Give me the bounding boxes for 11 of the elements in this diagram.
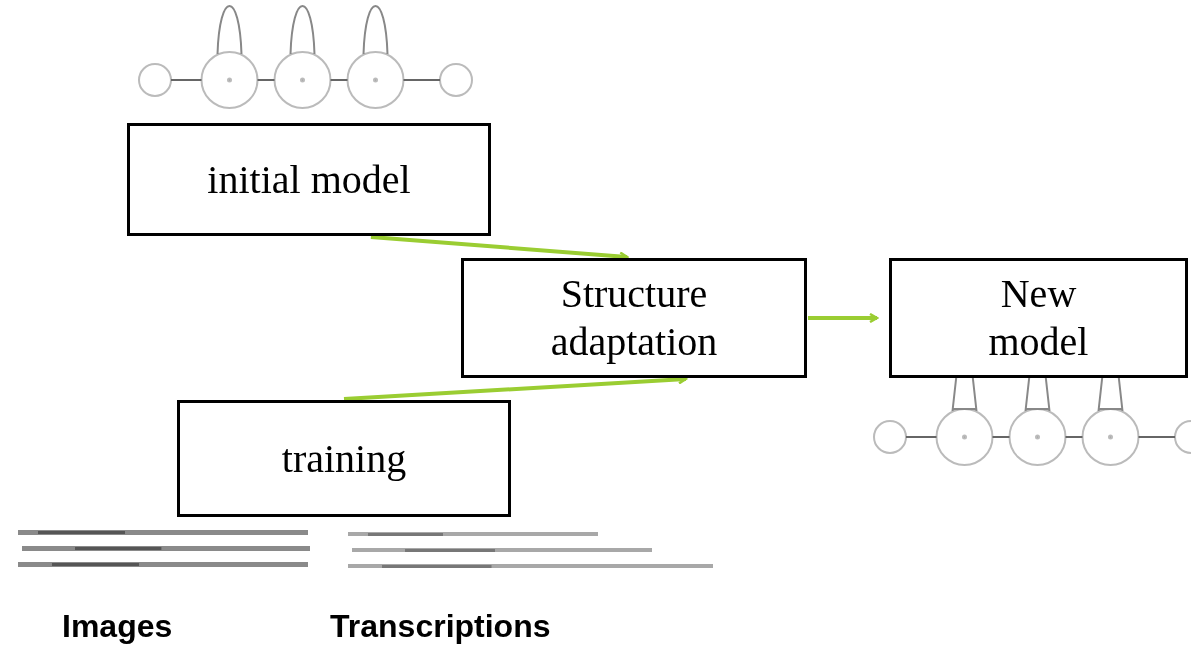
process-box	[889, 258, 1188, 378]
box-label: New model	[987, 270, 1090, 366]
box-label: training	[281, 434, 407, 483]
caption-label: Images	[62, 610, 173, 642]
caption-label: Transcriptions	[330, 610, 551, 642]
box-label: Structure adaptation	[549, 270, 719, 366]
process-box	[127, 123, 491, 236]
box-label: initial model	[207, 155, 411, 204]
process-box	[177, 400, 511, 517]
arrow	[808, 312, 879, 324]
process-box	[461, 258, 807, 378]
